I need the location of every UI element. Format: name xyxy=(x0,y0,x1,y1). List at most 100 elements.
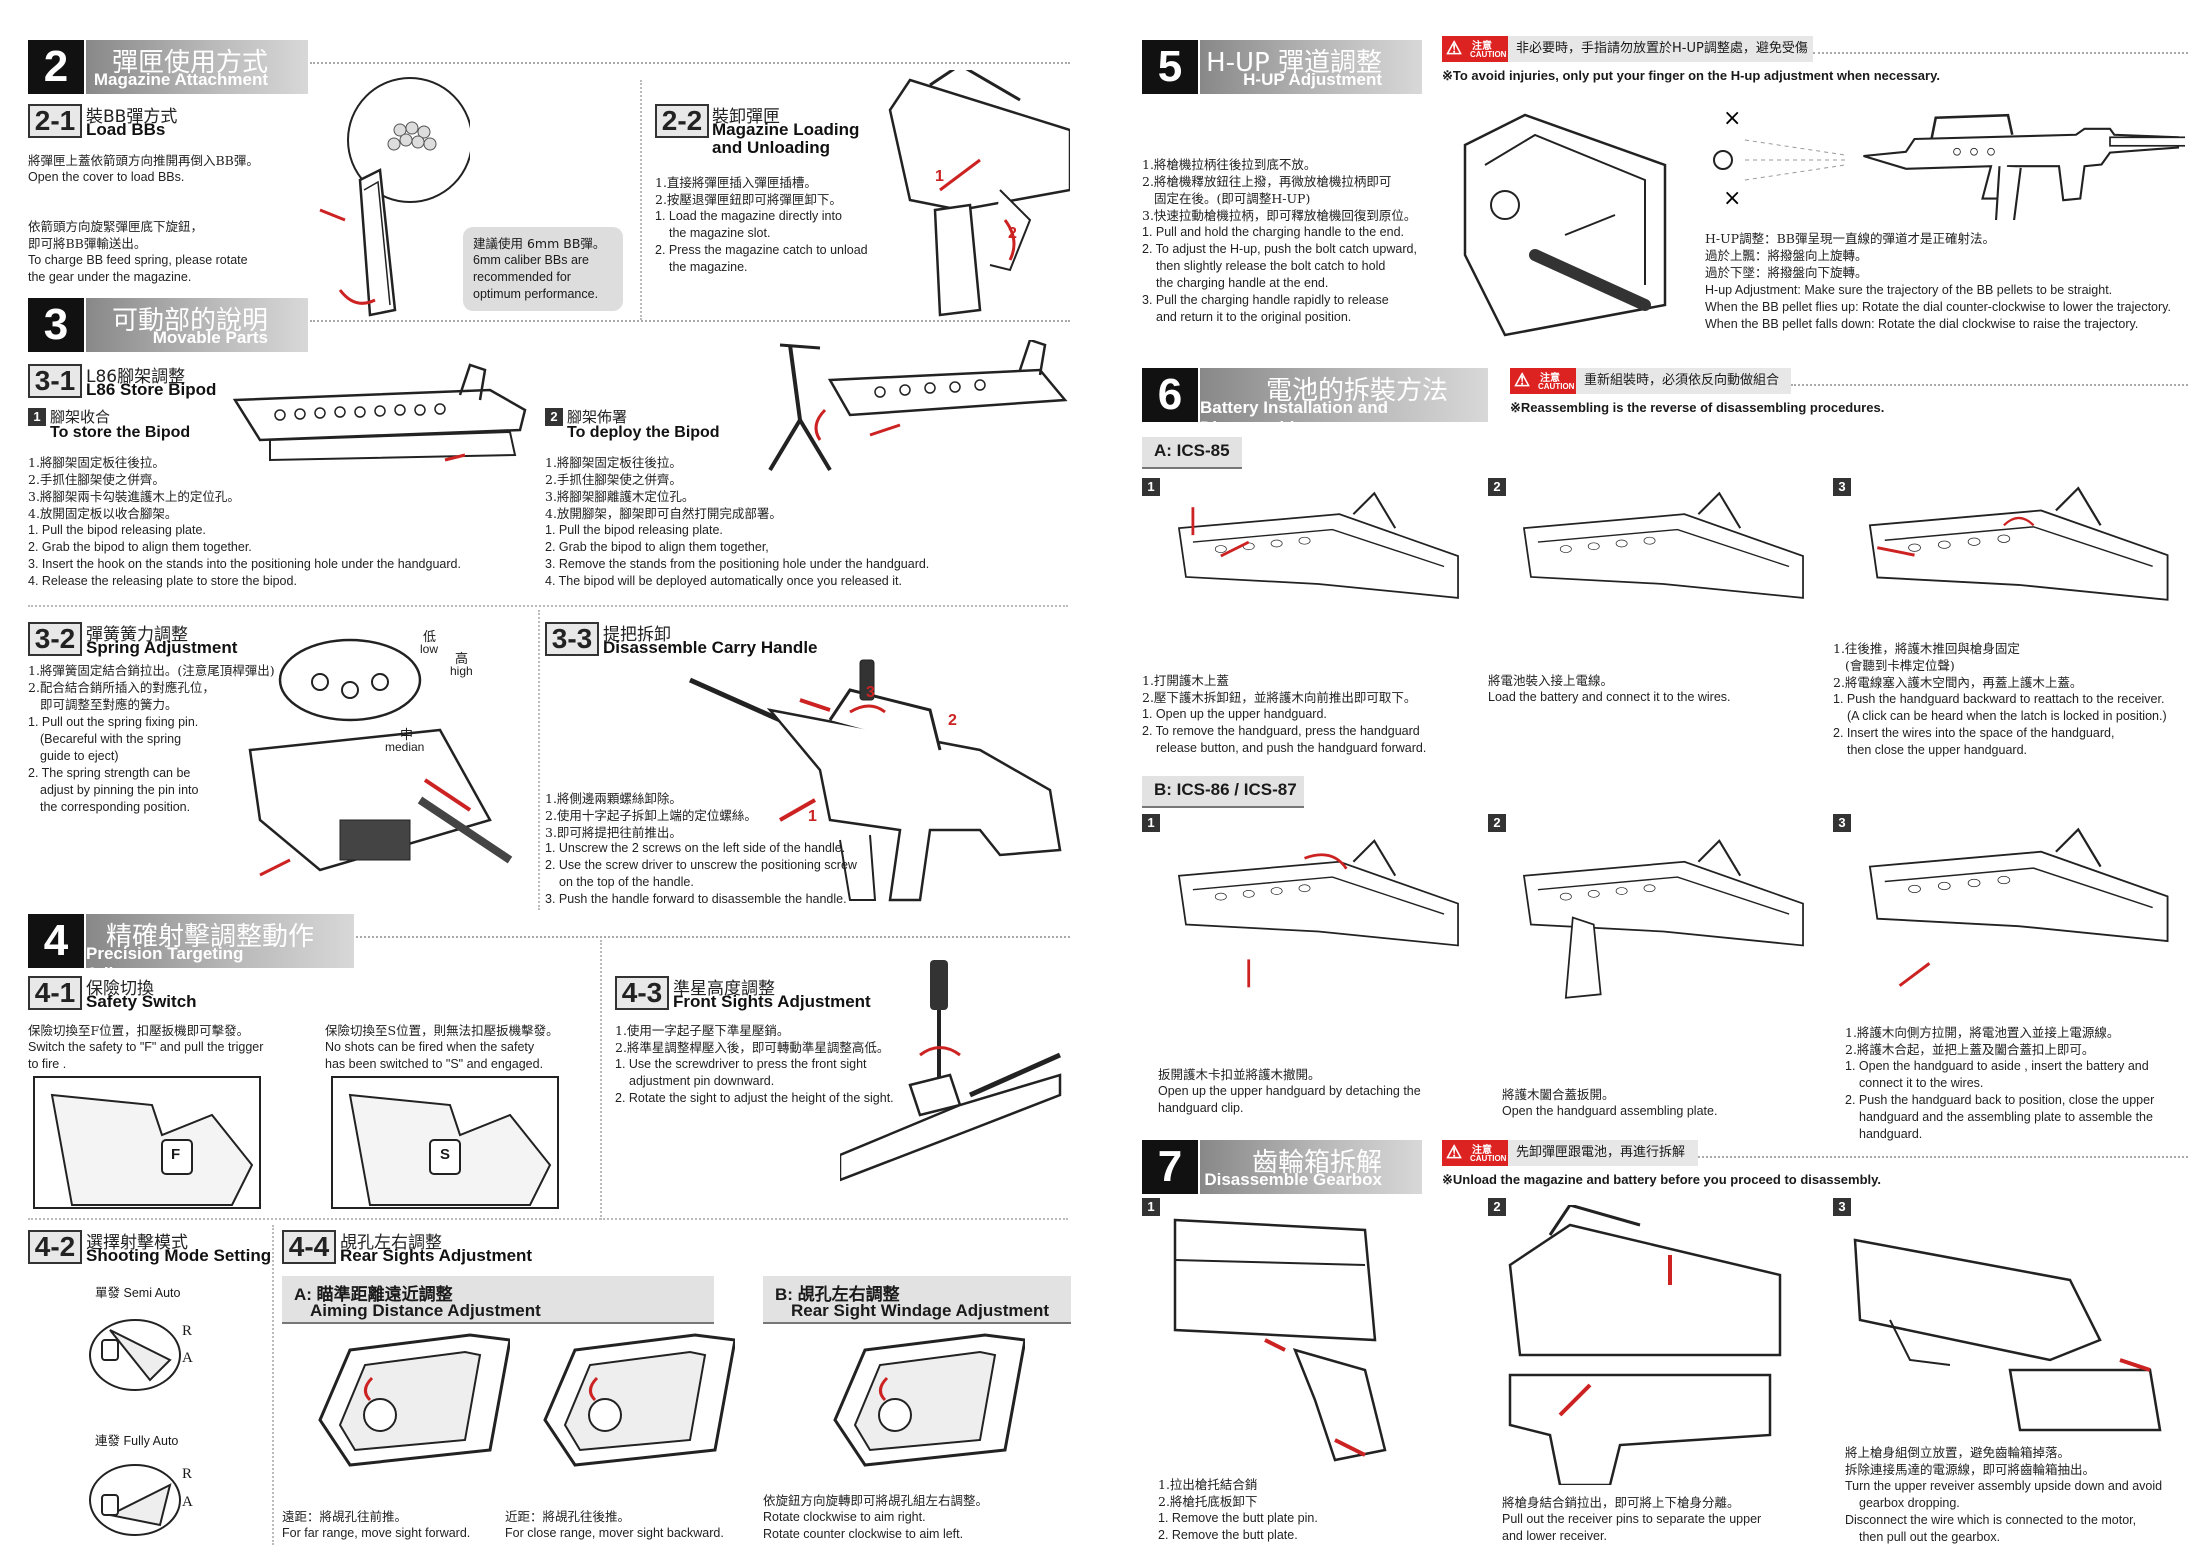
safety-f-marker: F xyxy=(171,1146,181,1163)
spring-low-label-zh: 低 xyxy=(423,630,437,645)
subsection-3-1-title-en: L86 Store Bipod xyxy=(86,380,217,399)
ics86-step-3: 3 xyxy=(1833,814,1851,832)
subsection-4-3-number: 4-3 xyxy=(615,976,669,1010)
gearbox-step-3: 3 xyxy=(1833,1198,1851,1216)
subsection-4-3-title-zh: 準星高度調整 xyxy=(673,979,775,999)
magazine-loading-illustration xyxy=(300,70,470,320)
ics86-step1-en: Open up the upper handguard by detaching… xyxy=(1158,1084,1421,1115)
carry-handle-step-3: 3 xyxy=(866,684,875,701)
spring-median-label-zh: 中 xyxy=(400,728,414,743)
ics85-step2-en: Load the battery and connect it to the w… xyxy=(1488,690,1731,704)
gearbox-step-1: 1 xyxy=(1142,1198,1160,1216)
subsection-2-1-title-en: Load BBs xyxy=(86,120,166,139)
near-range-zh: 近距：將覘孔往後推。 xyxy=(505,1509,631,1524)
gearbox-step3-illustration xyxy=(1850,1220,2180,1440)
section-3-title-zh: 可動部的說明 xyxy=(111,306,268,336)
section-7-number: 7 xyxy=(1142,1140,1198,1194)
magazine-insert-illustration xyxy=(870,70,1070,320)
svg-text:×: × xyxy=(1723,186,1741,211)
windage-instruction-en: Rotate clockwise to aim right.Rotate cou… xyxy=(763,1510,964,1541)
safety-safe-illustration xyxy=(330,1075,560,1210)
section-4-title-bar: 精確射擊調整動作 Precision Targeting Adjustment xyxy=(86,914,354,983)
divider-3-1-3-2 xyxy=(28,605,1068,607)
spring-gearbox-illustration xyxy=(240,620,530,890)
section-6-number: 6 xyxy=(1142,368,1198,422)
warning-triangle-icon: ⚠ xyxy=(1446,38,1463,58)
full-auto-selector-icon xyxy=(80,1455,210,1545)
ics86-step3-zh: 1.將護木向側方拉開，將電池置入並接上電源線。2.將護木合起，並把上蓋及闔合蓋扣… xyxy=(1845,1025,2120,1057)
trajectory-rules-en: H-up Adjustment: Make sure the trajector… xyxy=(1705,283,2171,331)
subsection-3-1-number: 3-1 xyxy=(28,364,82,398)
ics85-step-1: 1 xyxy=(1142,478,1160,496)
warning-triangle-icon: ⚠ xyxy=(1514,370,1531,390)
subsection-4-2-title-zh: 選擇射擊模式 xyxy=(86,1233,188,1253)
safety-fire-en: Switch the safety to "F" and pull the tr… xyxy=(28,1040,264,1071)
subsection-3-1-title-zh: L86腳架調整 xyxy=(86,367,186,387)
store-bipod-title-en: To store the Bipod xyxy=(50,424,191,441)
spring-adjust-steps-zh: 1.將彈簧固定結合銷拉出。(注意尾頂桿彈出)2.配合結合銷所插入的對應孔位，即可… xyxy=(28,663,275,712)
hup-steps-zh: 1.將槍機拉柄往後拉到底不放。2.將槍機釋放鈕往上撥，再微放槍機拉柄即可固定在後… xyxy=(1142,157,1417,223)
subsection-4-2-number: 4-2 xyxy=(28,1230,82,1264)
deploy-bipod-step-number: 2 xyxy=(545,408,563,426)
rear-sight-near-illustration xyxy=(535,1330,735,1500)
safety-fire-zh: 保險切換至F位置，扣壓扳機即可擊發。 xyxy=(28,1023,250,1038)
bipod-stored-illustration xyxy=(230,360,530,480)
ics86-step2-zh: 將護木闔合蓋扳開。 xyxy=(1502,1087,1615,1102)
subsection-2-2-number: 2-2 xyxy=(655,104,709,138)
section-6-rule xyxy=(1791,384,2188,386)
section-4-rule xyxy=(356,936,1070,938)
magazine-step-arrow-2: 2 xyxy=(1008,225,1017,242)
section-5-number: 5 xyxy=(1142,40,1198,94)
semi-auto-label: 單發 Semi Auto xyxy=(95,1285,181,1300)
subsection-2-2-title-en-2: and Unloading xyxy=(712,138,831,157)
ics86-step-2: 2 xyxy=(1488,814,1506,832)
section-4-title-en: Precision Targeting Adjustment xyxy=(86,944,244,983)
front-sight-steps-zh: 1.使用一字起子壓下準星壓銷。2.將準星調整桿壓入後，即可轉動準星調整高低。 xyxy=(615,1023,890,1055)
carry-handle-steps-en: 1. Unscrew the 2 screws on the left side… xyxy=(545,841,857,906)
divider-4-2-4-4 xyxy=(272,1225,274,1545)
section-3-number: 3 xyxy=(28,298,84,352)
aiming-distance-title-zh: A: 瞄準距離遠近調整 xyxy=(294,1285,453,1304)
far-range-zh: 遠距：將覘孔往前推。 xyxy=(282,1509,408,1524)
ics85-step1-en: 1. Open up the upper handguard.2. To rem… xyxy=(1142,707,1427,755)
subsection-4-4-title-zh: 覘孔左右調整 xyxy=(340,1233,442,1253)
ics86-step3-en: 1. Open the handguard to aside , insert … xyxy=(1845,1059,2155,1141)
section-5-title-bar: H-UP 彈道調整 H-UP Adjustment xyxy=(1200,40,1422,94)
store-bipod-title-zh: 腳架收合 xyxy=(50,408,111,426)
section-2-title-bar: 彈匣使用方式 Magazine Attachment xyxy=(86,40,308,94)
divider-3-2-3-3 xyxy=(538,610,540,910)
far-range-en: For far range, move sight forward. xyxy=(282,1526,471,1540)
ics85-step2-illustration xyxy=(1510,470,1810,670)
windage-instruction-zh: 依旋鈕方向旋轉即可將覘孔組左右調整。 xyxy=(763,1493,989,1508)
semi-auto-selector-icon xyxy=(80,1310,210,1400)
section-7-title-en: Disassemble Gearbox xyxy=(1204,1170,1382,1189)
carry-handle-step-2: 2 xyxy=(948,712,957,729)
section-5-title-en: H-UP Adjustment xyxy=(1243,70,1382,89)
subsection-2-2-title-en-1: Magazine Loading xyxy=(712,120,860,139)
front-sight-steps-en: 1. Use the screwdriver to press the fron… xyxy=(615,1057,894,1105)
gearbox-step3-en: Turn the upper reveiver assembly upside … xyxy=(1845,1479,2163,1544)
semi-r-marker: R xyxy=(182,1323,193,1339)
deploy-bipod-steps-en: 1. Pull the bipod releasing plate.2. Gra… xyxy=(545,523,930,588)
spring-high-label-zh: 高 xyxy=(455,652,469,667)
ics85-step-3: 3 xyxy=(1833,478,1851,496)
section-3-title-bar: 可動部的說明 Movable Parts xyxy=(86,298,308,352)
section-5-title-zh: H-UP 彈道調整 xyxy=(1206,48,1382,78)
safety-safe-zh: 保險切換至S位置，則無法扣壓扳機擊發。 xyxy=(325,1023,559,1038)
warning-triangle-icon: ⚠ xyxy=(1446,1142,1463,1162)
carry-handle-steps-zh: 1.將側邊兩顆螺絲卸除。2.使用十字起子拆卸上端的定位螺絲。3.即可將提把往前推… xyxy=(545,791,757,840)
section-5-caution-badge: ⚠ 注意 CAUTION xyxy=(1442,36,1508,62)
subsection-2-1-number: 2-1 xyxy=(28,104,82,138)
gearbox-step1-illustration xyxy=(1165,1200,1405,1470)
section-7-caution-text: 先卸彈匣跟電池，再進行拆解 xyxy=(1508,1140,1698,1166)
section-6-caution-text: 重新組裝時，必須依反向動做組合 xyxy=(1576,368,1791,394)
section-5-caution-text: 非必要時，手指請勿放置於H-UP調整處，避免受傷 xyxy=(1508,36,1813,62)
ics86-step2-illustration xyxy=(1510,810,1810,1060)
subsection-3-3-number: 3-3 xyxy=(545,622,599,656)
windage-title-en: Rear Sight Windage Adjustment xyxy=(791,1301,1050,1320)
spring-median-label: median xyxy=(385,740,425,754)
